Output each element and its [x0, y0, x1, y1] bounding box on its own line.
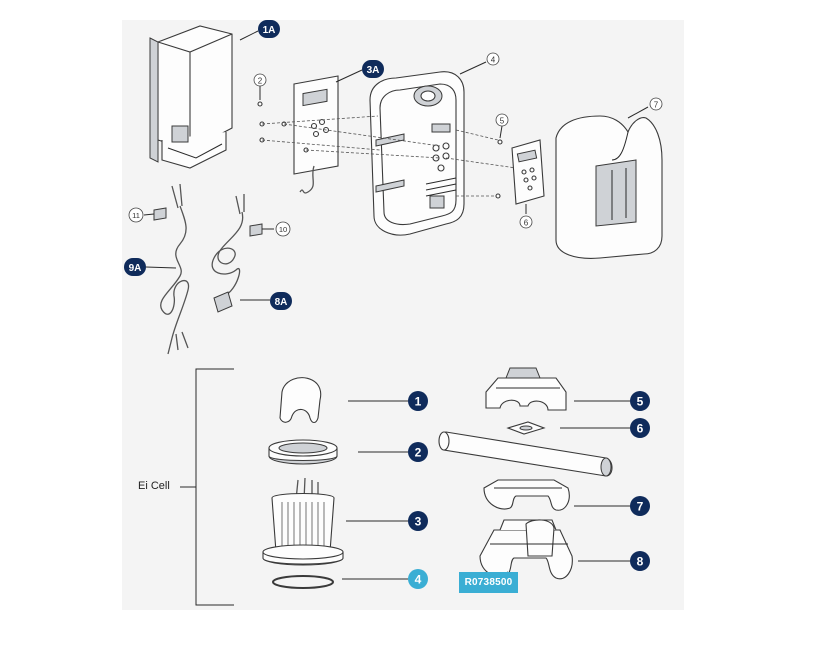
control-board: [293, 75, 339, 194]
cable-8a: [211, 194, 245, 313]
lower-clamp: [483, 479, 570, 511]
callout-n2: 2: [408, 442, 428, 462]
leader-5: [499, 125, 503, 139]
cable-gland-10: [249, 223, 263, 237]
svg-text:2: 2: [258, 77, 263, 86]
svg-text:6: 6: [524, 219, 529, 228]
callout-7: 7: [649, 97, 663, 111]
leader-3a: [335, 69, 363, 83]
cable-9a: [160, 183, 190, 355]
cable-gland-11: [153, 207, 167, 221]
svg-text:10: 10: [279, 225, 287, 234]
callout-1a: 1A: [258, 20, 280, 38]
callout-11: 11: [128, 207, 144, 223]
svg-text:4: 4: [491, 56, 496, 65]
part-reference-tag: R0738500: [459, 572, 518, 593]
main-housing: [369, 71, 465, 236]
svg-text:1A: 1A: [263, 25, 276, 36]
svg-text:7: 7: [637, 500, 644, 514]
svg-text:8A: 8A: [275, 297, 288, 308]
leader-11: [143, 213, 155, 216]
callout-2: 2: [253, 73, 267, 87]
callout-10: 10: [275, 221, 291, 237]
callout-n5: 5: [630, 391, 650, 411]
callout-6: 6: [519, 215, 533, 229]
callout-3a: 3A: [362, 60, 384, 78]
o-ring: [272, 575, 334, 589]
leader-7: [627, 106, 649, 119]
power-supply-unit: [149, 25, 233, 169]
svg-text:3: 3: [415, 515, 422, 529]
callout-4: 4: [486, 52, 500, 66]
callout-n1: 1: [408, 391, 428, 411]
union-clamp: [479, 519, 573, 580]
callout-n4: 4: [408, 569, 428, 589]
svg-text:1: 1: [415, 395, 422, 409]
cell-cap: [279, 377, 322, 424]
svg-text:9A: 9A: [129, 263, 142, 274]
electrode-cell: [262, 477, 344, 566]
cell-tube: [438, 431, 613, 477]
leader-1a: [239, 30, 259, 41]
clamp-insert: [506, 421, 546, 435]
ei-cell-label: Ei Cell: [138, 480, 170, 492]
svg-text:5: 5: [500, 117, 505, 126]
callout-9a: 9A: [124, 258, 146, 276]
leader-4: [459, 61, 487, 75]
svg-text:7: 7: [654, 101, 659, 110]
callout-8a: 8A: [270, 292, 292, 310]
lock-ring: [268, 439, 338, 465]
svg-text:3A: 3A: [367, 65, 380, 76]
callout-5: 5: [495, 113, 509, 127]
upper-clamp: [485, 367, 567, 411]
callout-n8: 8: [630, 551, 650, 571]
callout-n7: 7: [630, 496, 650, 516]
svg-text:6: 6: [637, 422, 644, 436]
callout-n6: 6: [630, 418, 650, 438]
svg-text:11: 11: [132, 211, 140, 220]
screw-5: [497, 139, 503, 145]
membrane-keypad: [511, 139, 545, 205]
ei-cell-bracket: [180, 368, 234, 606]
svg-text:5: 5: [637, 395, 644, 409]
svg-text:4: 4: [415, 573, 422, 587]
leader-9a: [145, 266, 177, 269]
front-cover: [555, 115, 663, 259]
assembly-lines: [261, 115, 517, 197]
svg-text:8: 8: [637, 555, 644, 569]
callout-n3: 3: [408, 511, 428, 531]
screw-5b: [495, 193, 501, 199]
svg-text:2: 2: [415, 446, 422, 460]
